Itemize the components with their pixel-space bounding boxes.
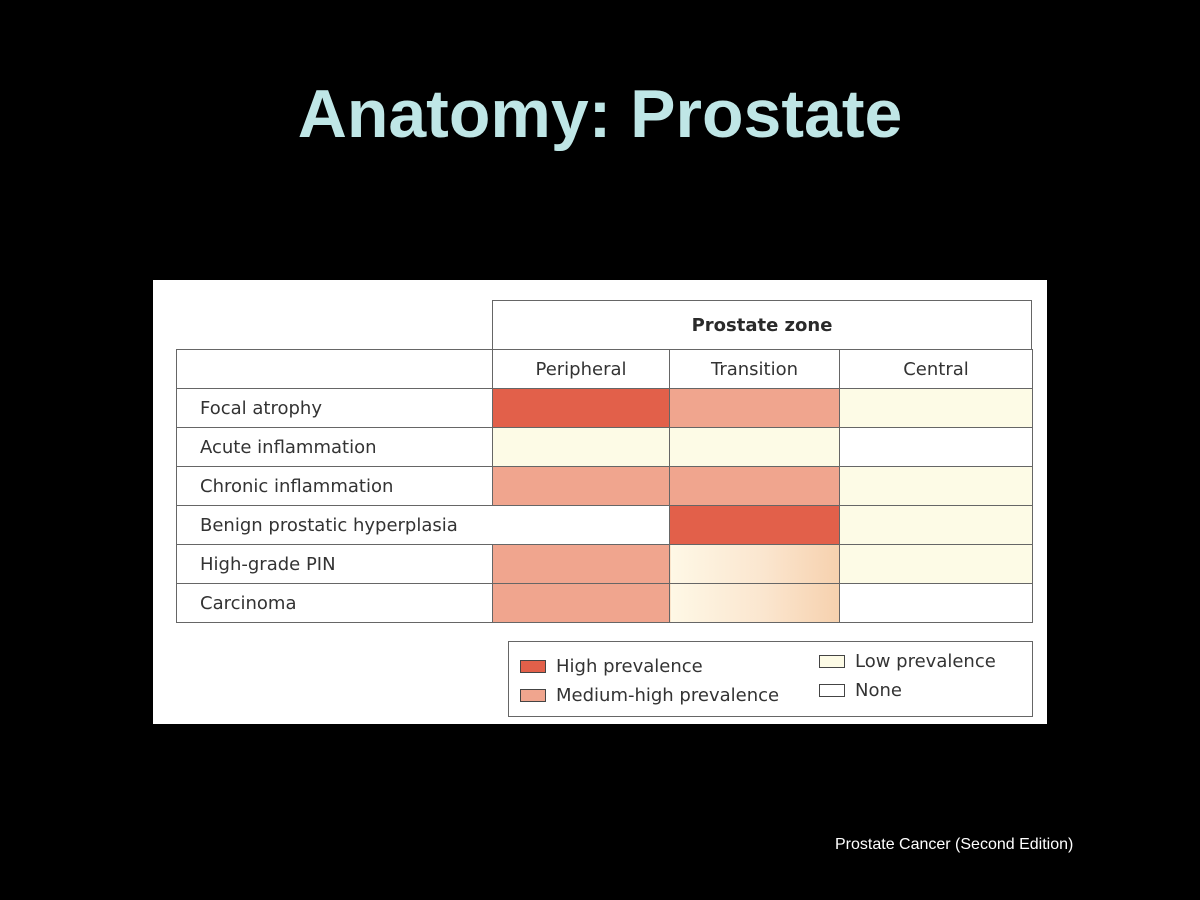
- slide-title: Anatomy: Prostate: [297, 76, 903, 152]
- cell-pin-central: [839, 544, 1033, 584]
- prostate-zone-header: Prostate zone: [492, 300, 1032, 349]
- zone-transition: Transition: [669, 349, 840, 389]
- cell-pin-transition: [669, 544, 840, 584]
- row-label: Acute inflammation: [176, 427, 493, 467]
- cell-focal-atrophy-central: [839, 388, 1033, 428]
- row-label: Chronic inflammation: [176, 466, 493, 506]
- cell-focal-atrophy-transition: [669, 388, 840, 428]
- cell-bph-central: [839, 505, 1033, 545]
- legend-label-low: Low prevalence: [855, 651, 996, 672]
- swatch-medium-high: [520, 689, 546, 702]
- legend-item-high: High prevalence: [520, 656, 703, 677]
- source-caption: Prostate Cancer (Second Edition): [835, 836, 1074, 853]
- cell-bph-peripheral: [492, 505, 670, 545]
- cell-carcinoma-peripheral: [492, 583, 670, 623]
- cell-chronic-inflammation-peripheral: [492, 466, 670, 506]
- table-row: Carcinoma: [176, 583, 1033, 623]
- zone-header-row: Peripheral Transition Central: [176, 349, 1033, 389]
- row-label: Focal atrophy: [176, 388, 493, 428]
- table-row: Benign prostatic hyperplasia: [176, 505, 1033, 545]
- swatch-none: [819, 684, 845, 697]
- table-row: Focal atrophy: [176, 388, 1033, 428]
- legend-item-medium-high: Medium-high prevalence: [520, 685, 779, 706]
- legend-item-low: Low prevalence: [819, 651, 996, 672]
- cell-acute-inflammation-central: [839, 427, 1033, 467]
- legend-item-none: None: [819, 680, 902, 701]
- zone-peripheral: Peripheral: [492, 349, 670, 389]
- cell-bph-transition: [669, 505, 840, 545]
- legend-label-high: High prevalence: [556, 656, 703, 677]
- cell-chronic-inflammation-central: [839, 466, 1033, 506]
- cell-pin-peripheral: [492, 544, 670, 584]
- row-label: High-grade PIN: [176, 544, 493, 584]
- table-row: High-grade PIN: [176, 544, 1033, 584]
- cell-acute-inflammation-peripheral: [492, 427, 670, 467]
- cell-focal-atrophy-peripheral: [492, 388, 670, 428]
- prevalence-figure: Prostate zone Peripheral Transition Cent…: [153, 280, 1047, 724]
- table-row: Acute inflammation: [176, 427, 1033, 467]
- row-label: Benign prostatic hyperplasia: [176, 505, 493, 545]
- legend: High prevalence Medium-high prevalence L…: [508, 641, 1033, 717]
- cell-chronic-inflammation-transition: [669, 466, 840, 506]
- legend-label-none: None: [855, 680, 902, 701]
- cell-acute-inflammation-transition: [669, 427, 840, 467]
- cell-carcinoma-central: [839, 583, 1033, 623]
- swatch-high: [520, 660, 546, 673]
- legend-label-medium-high: Medium-high prevalence: [556, 685, 780, 706]
- row-label: Carcinoma: [176, 583, 493, 623]
- table-row: Chronic inflammation: [176, 466, 1033, 506]
- zone-central: Central: [839, 349, 1033, 389]
- header-empty-cell: [176, 349, 493, 389]
- prevalence-table: Peripheral Transition Central Focal atro…: [176, 349, 1033, 623]
- swatch-low: [819, 655, 845, 668]
- cell-carcinoma-transition: [669, 583, 840, 623]
